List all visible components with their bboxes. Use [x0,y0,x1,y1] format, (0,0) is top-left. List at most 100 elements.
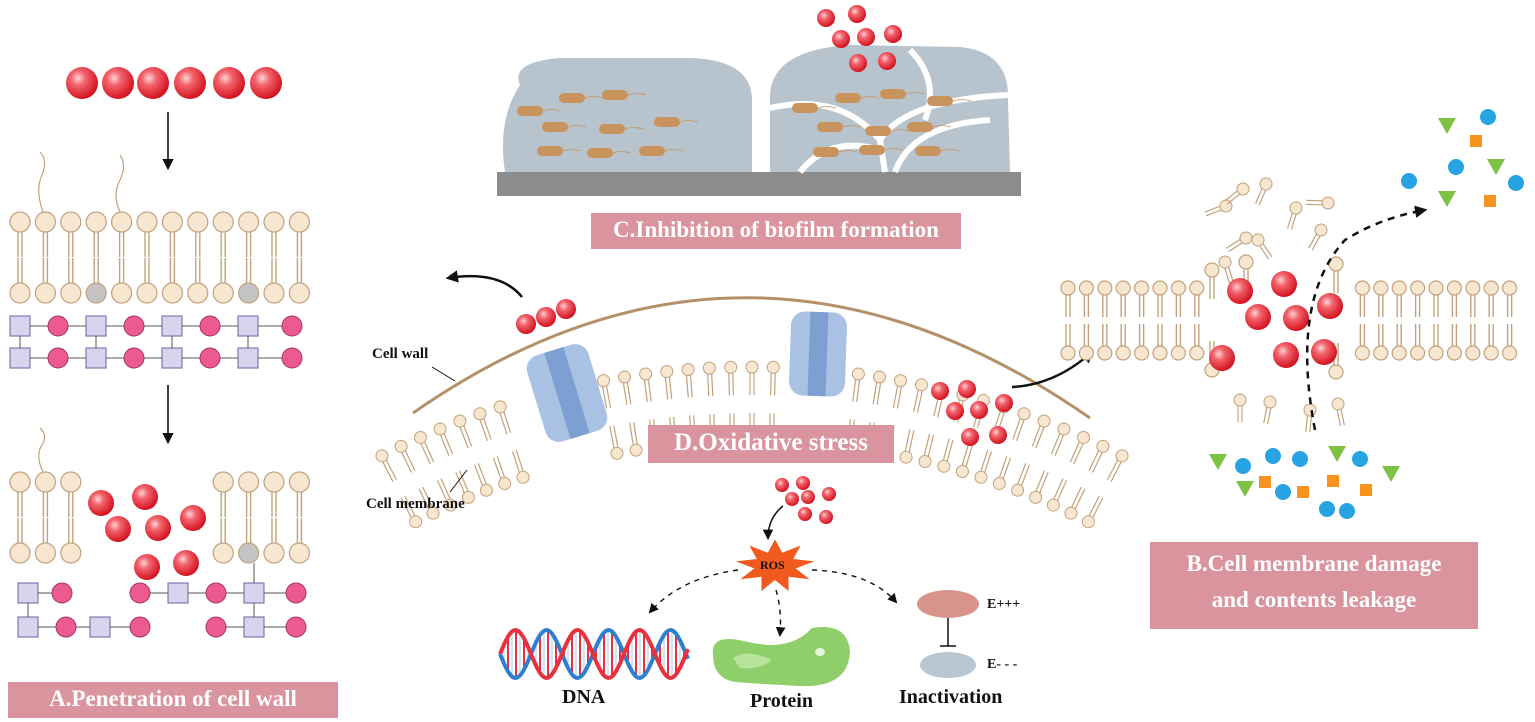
triangle-molecule [1382,466,1400,482]
triangle-molecule [1438,118,1456,134]
lipid [161,211,183,257]
nanoparticle [250,67,282,99]
peptidoglycan-square [9,347,31,369]
lipid-tail [38,151,46,213]
inactivation-label: Inactivation [899,686,1003,708]
peptidoglycan-square [9,315,31,337]
lipid-fragment [1226,231,1253,253]
bacterium-icon [602,90,647,100]
lipid [1465,324,1481,361]
lipid [9,518,31,564]
cell-membrane-pointer [449,469,468,493]
peptidoglycan-layer-intact [9,315,303,369]
bacterium-icon [907,122,952,132]
nanoparticle [857,28,875,46]
circle-molecule [1319,501,1335,517]
nanoparticle [134,554,160,580]
lipid [1152,280,1168,317]
lipid-tail [115,154,125,213]
lipid [1409,280,1426,317]
dna-label: DNA [562,686,606,708]
lipid [1064,439,1110,520]
lipid-fragment [1263,395,1277,425]
nanoparticle [832,30,850,48]
bacterium-icon [559,93,604,103]
nanoparticle [878,52,896,70]
nanoparticle [819,510,833,524]
lipid [9,211,31,257]
circle-molecule [1339,503,1355,519]
ros-label: ROS [760,558,785,572]
nanoparticle [102,67,134,99]
bacterium-icon [792,103,837,113]
bacterium-icon [542,122,587,132]
lipid [238,211,260,257]
lipid [1501,280,1518,317]
dna-strand [498,627,690,681]
panel-a-graphic [9,67,310,638]
protein-label: Protein [750,690,813,712]
circle-molecule [1448,159,1464,175]
lipid [1328,256,1344,293]
lipid [596,374,624,460]
lipid [34,518,57,564]
lipid [992,407,1031,491]
peptidoglycan-circle [281,315,303,337]
lipid-bilayer-penetrated [9,427,310,564]
enzyme-active-label: E+++ [987,597,1021,612]
nanoparticle [775,478,789,492]
nanoparticle [848,5,866,23]
nanoparticle [145,515,171,541]
bacterium-icon [537,146,582,156]
lipid [212,471,234,517]
lipid [1078,280,1095,317]
nanoparticle [849,54,867,72]
bacterium-icon [639,146,684,156]
lipid [453,414,493,497]
peptidoglycan-circle [123,347,145,369]
lipid [1189,324,1205,361]
lipid [1391,280,1407,317]
nanoparticle [105,516,131,542]
cell-wall-line [412,296,1091,420]
lipid [899,378,928,464]
lipid-fragment [1331,397,1345,427]
lipid [1483,324,1499,361]
nanoparticle [884,25,902,43]
nanoparticle [66,67,98,99]
nanoparticle [180,505,206,531]
circle-molecule [1508,175,1524,191]
lipid-fragment [1251,233,1273,260]
lipid [1133,324,1150,361]
lipid [1046,430,1090,512]
lipid [1428,280,1444,317]
lipid [1011,414,1051,497]
bacterium-icon [587,148,632,158]
bacterium-icon [915,146,960,156]
lipid [1115,280,1131,317]
lipid [288,211,310,257]
cell-wall-label: Cell wall [372,346,429,362]
lipid [473,407,512,491]
nanoparticle [1271,271,1297,297]
damaged-lipid-bilayer [1060,254,1518,380]
lipid [1204,262,1220,299]
peptidoglycan-circle [51,582,73,604]
lipid [375,449,423,529]
lipid [187,258,209,304]
peptidoglycan-circle [47,347,69,369]
cell-wall-pointer [431,366,456,382]
lipid [394,439,440,520]
nanoparticle [137,67,169,99]
lipid [110,211,133,257]
peptidoglycan-circle [285,582,307,604]
nanoparticle [801,490,815,504]
dna-helix-icon [498,627,690,681]
bacterium-icon [927,96,972,106]
lipid [212,518,234,564]
lipid [1078,324,1095,361]
nanoparticle [1283,305,1309,331]
lipid [1428,324,1444,361]
panel-b-label-line1: B.Cell membrane damage [1186,551,1442,576]
circle-molecule [1235,458,1251,474]
